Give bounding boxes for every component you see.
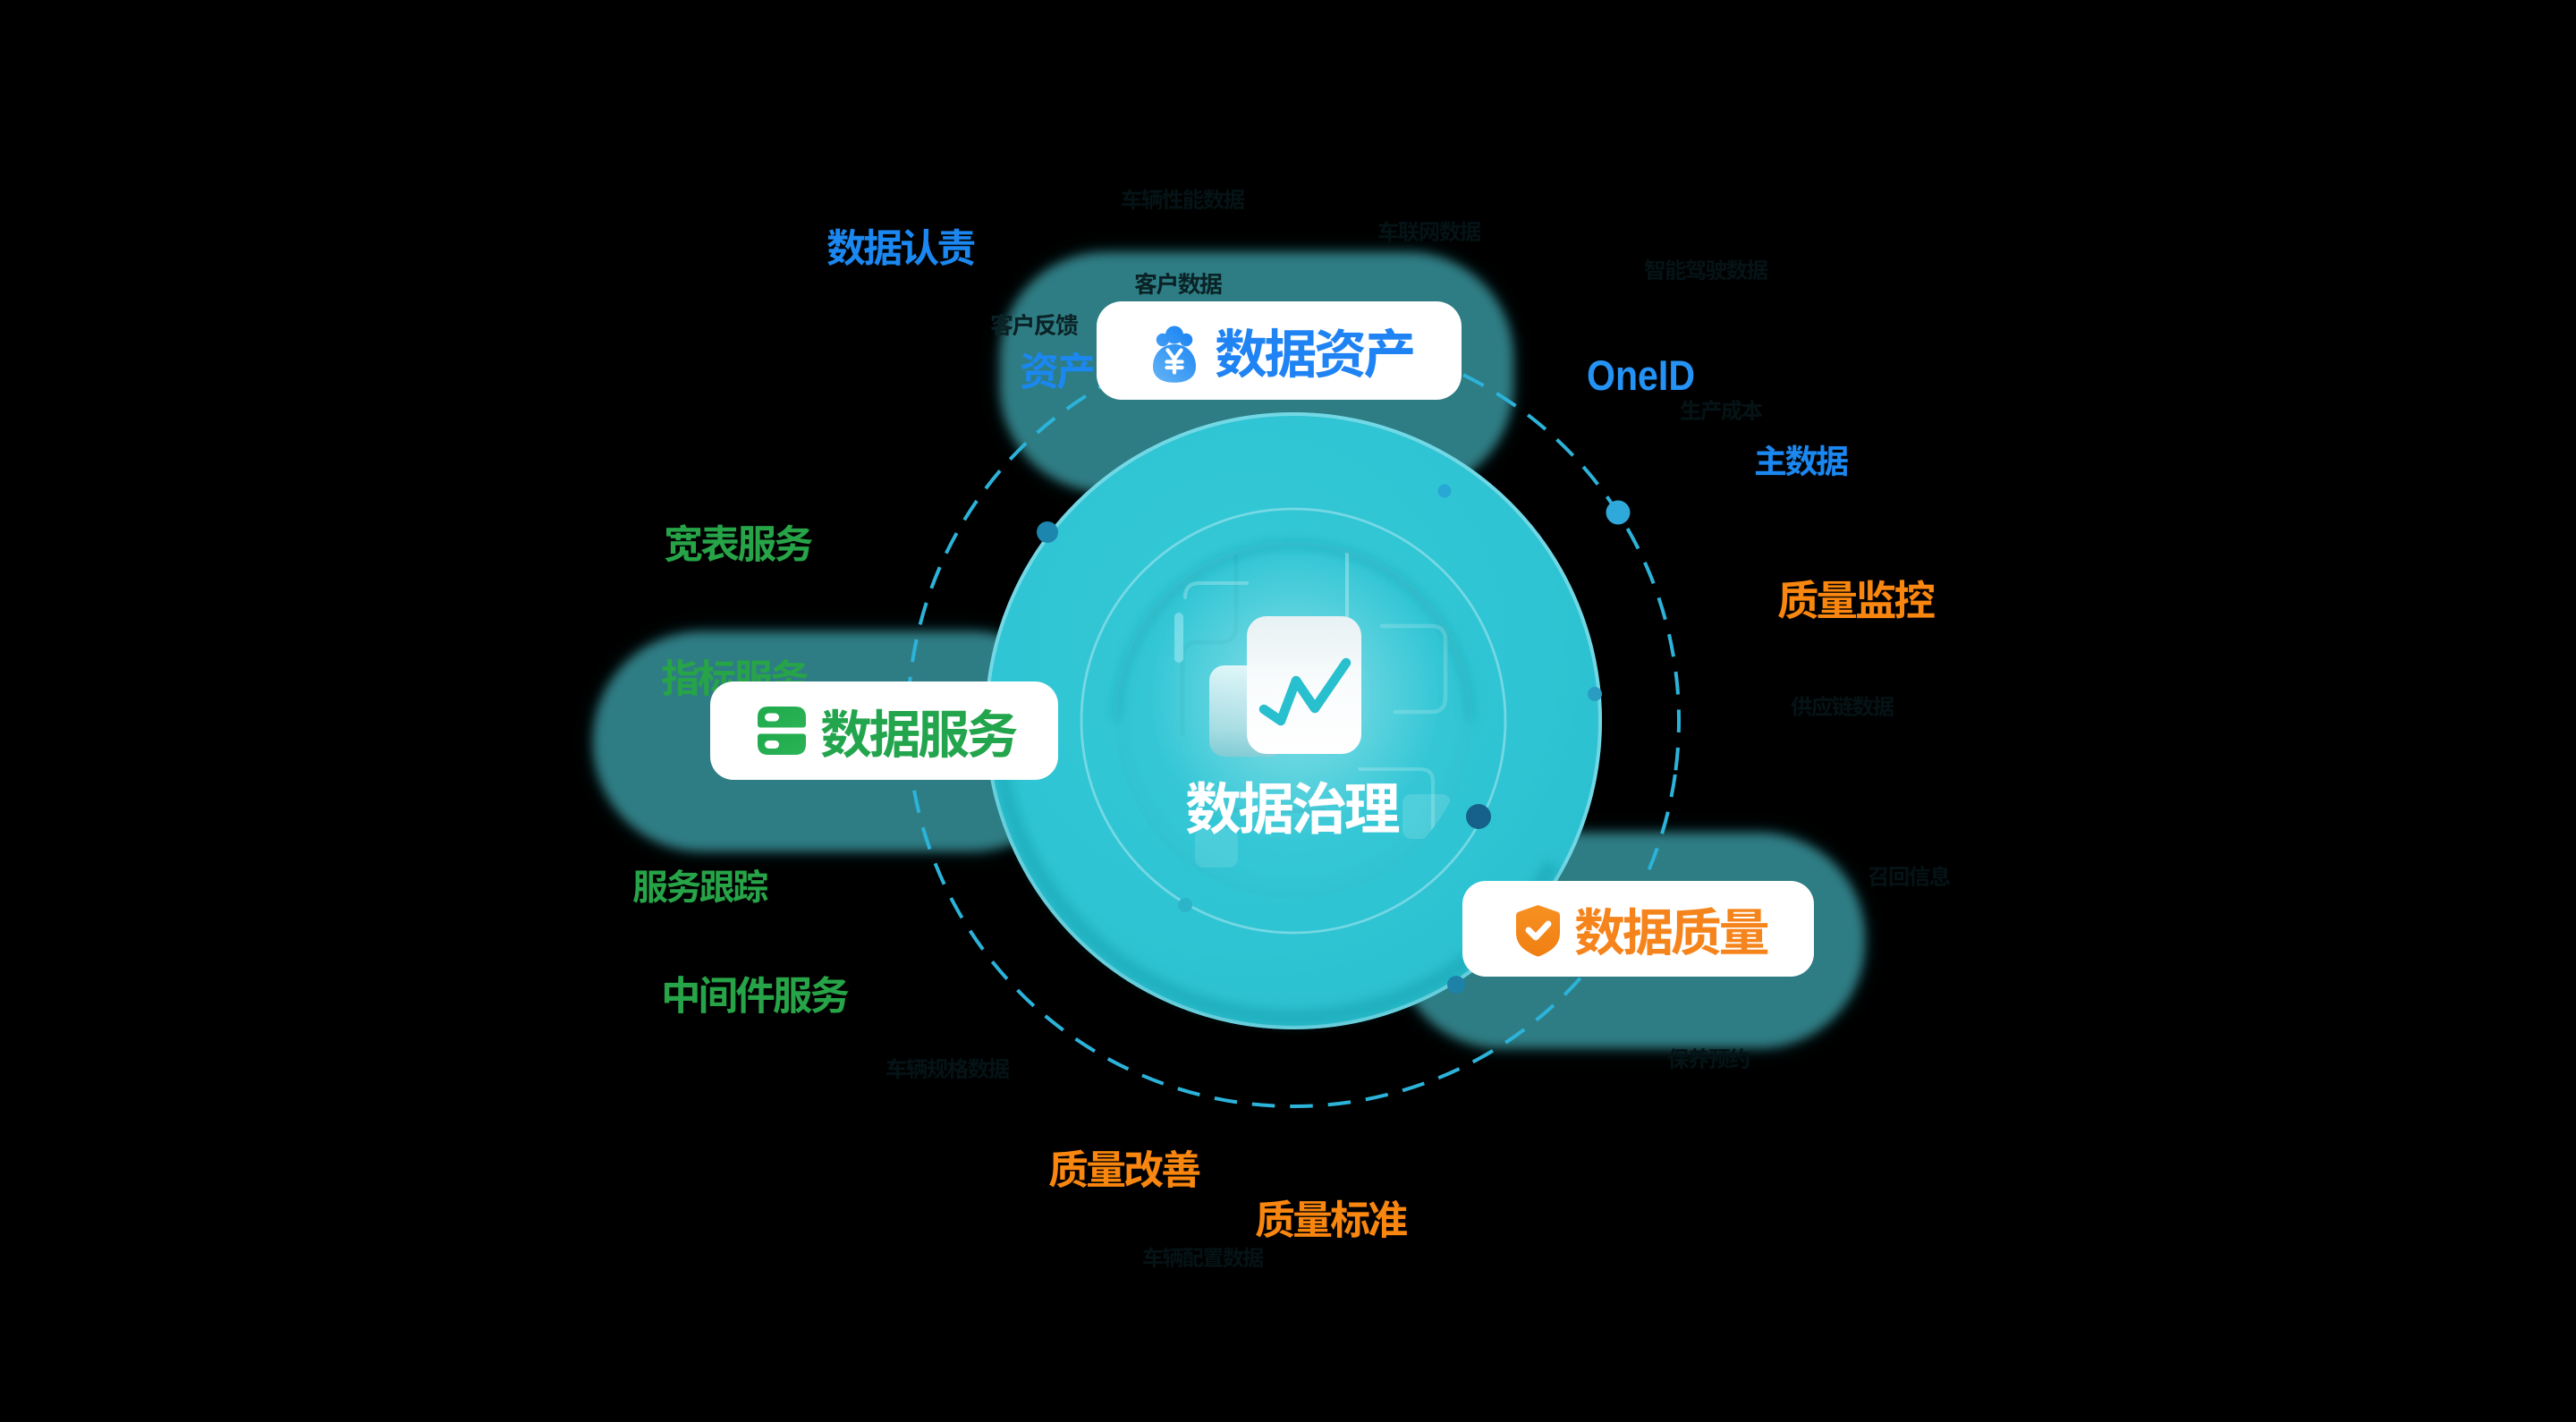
svg-text:OneID: OneID <box>1587 351 1695 399</box>
